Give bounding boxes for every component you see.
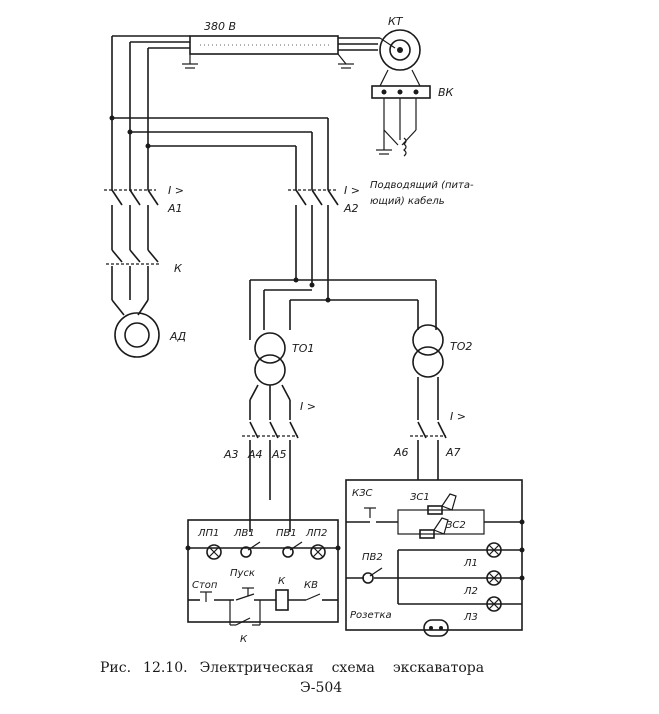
lp1-label: ЛП1 <box>197 528 219 539</box>
lv1-label: ЛВ1 <box>233 528 255 539</box>
k-contact-label: К <box>240 634 248 645</box>
k-label: К <box>174 262 183 275</box>
l1-label: Л1 <box>463 558 478 569</box>
to1-label: ТО1 <box>292 342 314 355</box>
to2-label: ТО2 <box>450 340 472 353</box>
vk-label: ВК <box>438 86 455 99</box>
transformer-to1 <box>249 332 291 420</box>
a2-current-label: I > <box>344 184 360 197</box>
breakers-a3-a5 <box>242 421 299 520</box>
a3-label: А3 <box>223 448 239 461</box>
motor-ad <box>114 312 160 358</box>
caption-prefix: Рис. <box>100 660 132 676</box>
l2-label: Л2 <box>463 586 478 597</box>
kt-label: КТ <box>388 15 404 28</box>
breaker-a2 <box>288 189 339 303</box>
cable-label-2: ющий) кабель <box>370 195 445 207</box>
pusk-label: Пуск <box>230 568 255 579</box>
left-control-panel <box>185 519 341 626</box>
contactor-k <box>106 249 160 316</box>
a6-label: А6 <box>393 446 409 459</box>
transformer-to2 <box>412 324 444 420</box>
pv1-label: ПВ1 <box>276 528 297 539</box>
caption-word2: схема <box>331 660 375 676</box>
stop-label: Стоп <box>192 580 218 591</box>
a5-label: А5 <box>271 448 287 461</box>
to2-current-label: I > <box>450 410 466 423</box>
caption-number: 12.10. <box>143 660 188 676</box>
kv-label: КВ <box>304 580 318 591</box>
right-lighting-panel <box>345 479 525 637</box>
socket-label: Розетка <box>350 610 392 621</box>
feeder-cable <box>111 35 380 190</box>
pv2-label: ПВ2 <box>362 552 383 563</box>
a2-label: А2 <box>343 202 359 215</box>
l3-label: Л3 <box>463 612 478 623</box>
a4-label: А4 <box>247 448 263 461</box>
zs1-label: ЗС1 <box>410 492 430 503</box>
k-coil-label: К <box>278 576 286 587</box>
cable-label-1: Подводящий (пита- <box>370 180 474 191</box>
to1-current-label: I > <box>300 400 316 413</box>
a1-label: А1 <box>167 202 183 215</box>
kzs-label: КЗС <box>352 488 373 499</box>
caption-line2: Э-504 <box>300 680 343 696</box>
caption-word1: Электрическая <box>199 660 314 676</box>
a1-current-label: I > <box>168 184 184 197</box>
zs2-label: ЗС2 <box>446 520 466 531</box>
bus-to-a2 <box>109 115 329 190</box>
breakers-a6-a7 <box>410 421 447 480</box>
cable-drum-kt <box>379 29 421 87</box>
caption-word3: экскаватора <box>392 660 485 676</box>
lp2-label: ЛП2 <box>305 528 327 539</box>
breaker-a1 <box>104 189 159 250</box>
voltage-label: 380 В <box>204 20 236 33</box>
slip-ring-vk <box>371 85 431 157</box>
excavator-electric-scheme: 380 В КТ ВК Подводящий (пита- ющий) кабе… <box>104 15 525 645</box>
ad-label: АД <box>169 330 187 343</box>
figure-caption: Рис. 12.10. Электрическая схема экскават… <box>100 658 560 698</box>
a7-label: А7 <box>445 446 461 459</box>
bus-to-transformers <box>249 279 437 340</box>
